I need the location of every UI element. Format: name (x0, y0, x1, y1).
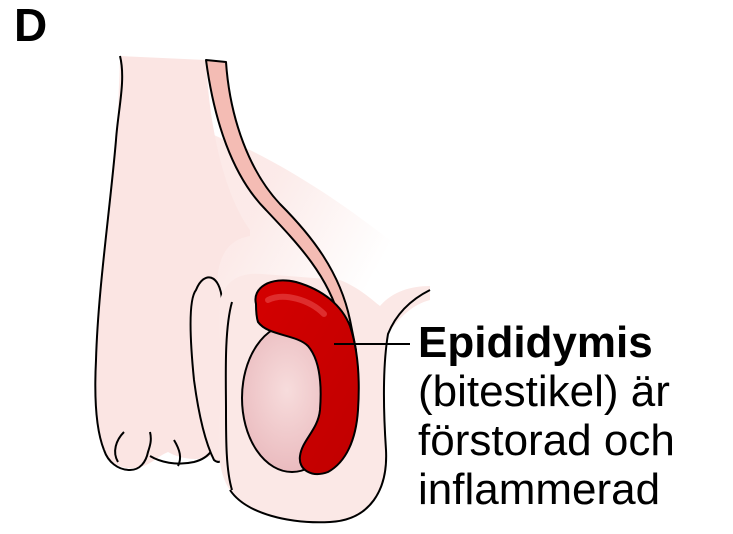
label-title: Epididymis (418, 318, 730, 367)
label-line-3: inflammerad (418, 465, 730, 514)
label-line-2: förstorad och (418, 416, 730, 465)
label-line-1: (bitestikel) är (418, 367, 730, 416)
epididymis-label: Epididymis (bitestikel) är förstorad och… (418, 318, 730, 514)
